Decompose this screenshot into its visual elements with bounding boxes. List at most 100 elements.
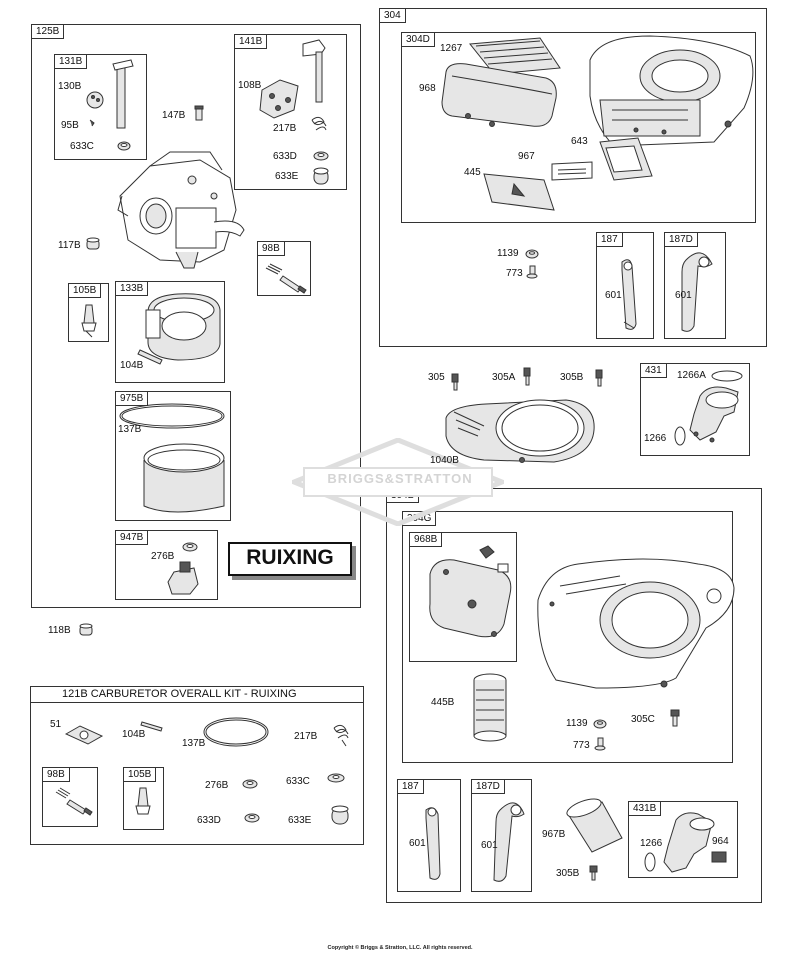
part-label: 137B — [182, 738, 206, 749]
group-tag: 105B — [68, 283, 102, 298]
group-431B: 431B — [628, 801, 738, 878]
part-label: 1139 — [497, 248, 519, 259]
group-975B: 975B — [115, 391, 231, 521]
group-131B: 131B — [54, 54, 147, 160]
pin-773b-part — [594, 737, 606, 751]
group-98B: 98B — [257, 241, 311, 296]
part-label: 104B — [120, 360, 144, 371]
group-968B: 968B — [409, 532, 517, 662]
air-filter-975B-part — [119, 403, 225, 513]
part-label: 633C — [286, 776, 310, 787]
screw-305B-part — [595, 369, 603, 387]
kit-box — [30, 686, 364, 845]
part-label: 1266 — [644, 433, 667, 444]
part-label: 305B — [560, 372, 584, 383]
part-label: 1266A — [677, 370, 706, 381]
group-187D-a: 187D — [664, 232, 726, 339]
part-label: 117B — [58, 240, 81, 251]
idle-screw-98B-part — [265, 263, 307, 294]
cover-968-part — [441, 63, 557, 127]
part-label: 104B — [122, 729, 146, 740]
choke-shaft-part — [259, 39, 329, 185]
part-label: 305B — [556, 868, 580, 879]
pin-104B-part — [137, 349, 163, 365]
group-187D-b: 187D — [471, 779, 532, 892]
kit-pin-104B-part — [140, 721, 163, 732]
group-tag: 98B — [257, 241, 285, 256]
part-label: 643 — [571, 136, 588, 147]
kit-washer-633D-part — [244, 813, 260, 823]
part-label: 305A — [492, 372, 516, 383]
tube-601b-part — [425, 807, 441, 880]
group-tag: 431 — [640, 363, 667, 378]
group-tag: 187D — [664, 232, 698, 247]
shield-643-part — [599, 137, 653, 181]
part-label: 601 — [409, 838, 426, 849]
part-label: 601 — [481, 840, 498, 851]
part-label: 633D — [197, 815, 221, 826]
group-304D: 304D — [401, 32, 756, 223]
kit-group-98B: 98B — [42, 767, 98, 827]
part-label: 633E — [275, 171, 299, 182]
group-tag: 187 — [596, 232, 623, 247]
plug-118B-part — [79, 623, 93, 636]
part-label: 147B — [162, 110, 186, 121]
group-tag: 105B — [123, 767, 157, 782]
group-tag: 947B — [115, 530, 149, 545]
part-label: 967B — [542, 829, 566, 840]
carburetor-body-part — [117, 151, 245, 269]
tube-601c-bent-part — [493, 802, 525, 882]
screw-147B-part — [194, 105, 204, 121]
plate-445-part — [483, 173, 555, 211]
group-tag: 98B — [42, 767, 70, 782]
kit-group-105B: 105B — [123, 767, 164, 830]
group-187-a: 187 — [596, 232, 654, 339]
group-tag: 125B — [31, 24, 65, 39]
part-label: 773 — [506, 268, 523, 279]
brand-watermark-logo — [292, 438, 504, 526]
part-label: 276B — [205, 780, 229, 791]
group-431: 431 — [640, 363, 750, 456]
sleeve-967B-part — [566, 798, 623, 853]
part-label: 217B — [273, 123, 297, 134]
group-tag: 304 — [379, 8, 406, 23]
part-label: 118B — [48, 625, 71, 636]
group-tag: 187D — [471, 779, 505, 794]
part-label: 601 — [605, 290, 622, 301]
washer-1139b-part — [593, 719, 607, 729]
group-187-b: 187 — [397, 779, 461, 892]
part-label: 633D — [273, 151, 297, 162]
part-label: 305 — [428, 372, 445, 383]
part-label: 108B — [238, 80, 262, 91]
copyright-notice: Copyright © Briggs & Stratton, LLC. All … — [327, 945, 473, 951]
part-label: 633C — [70, 141, 94, 152]
cover-968B-part — [429, 545, 512, 638]
part-label: 51 — [50, 719, 62, 730]
group-947B: 947B — [115, 530, 218, 600]
group-tag: 431B — [628, 801, 662, 816]
group-304: 304 — [379, 8, 767, 347]
group-125B: 125B — [31, 24, 361, 608]
screw-305C-part — [670, 709, 680, 727]
part-label: 968 — [419, 83, 436, 94]
kit-washer-276B-part — [242, 779, 258, 789]
brand-watermark-text: BRIGGS&STRATTON — [327, 471, 473, 486]
filter-445B-part — [473, 673, 507, 742]
gasket-51-part — [64, 725, 104, 745]
tube-601-bent-part — [681, 252, 713, 332]
kit-bushing-633E-part — [331, 805, 349, 825]
kit-washer-633C-part — [327, 773, 345, 783]
tube-601-part — [621, 259, 637, 330]
part-label: 445B — [431, 697, 455, 708]
part-label: 1139 — [566, 718, 588, 729]
part-label: 967 — [518, 151, 535, 162]
kit-spring-217B-part — [333, 724, 349, 747]
screw-305A-part — [523, 367, 531, 386]
ruixing-brand-label: RUIXING — [228, 542, 352, 576]
group-105B: 105B — [68, 283, 109, 342]
part-label: 633E — [288, 815, 312, 826]
group-tag: 131B — [54, 54, 88, 69]
group-141B: 141B — [234, 34, 347, 190]
screw-305-part — [451, 373, 459, 391]
